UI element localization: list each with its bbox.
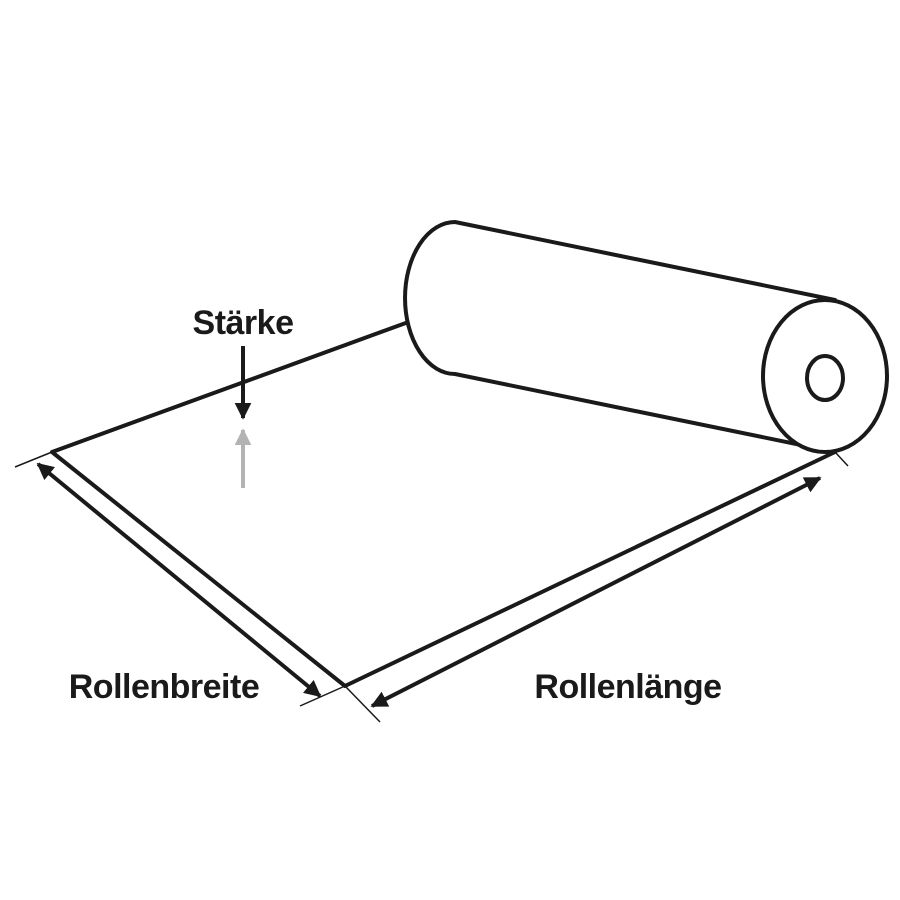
length-extension-right	[834, 451, 849, 467]
roll-cylinder-body	[403, 220, 837, 454]
width-label: Rollenbreite	[69, 668, 259, 706]
width-extension-left	[14, 451, 53, 468]
width-dimension-arrow	[36, 462, 322, 698]
length-extension-left	[344, 685, 381, 723]
length-label: Rollenlänge	[534, 668, 721, 706]
length-dimension-arrow	[370, 476, 822, 708]
width-extension-right	[299, 685, 346, 707]
roll-core-hole	[805, 354, 845, 402]
thickness-label: Stärke	[193, 304, 294, 342]
